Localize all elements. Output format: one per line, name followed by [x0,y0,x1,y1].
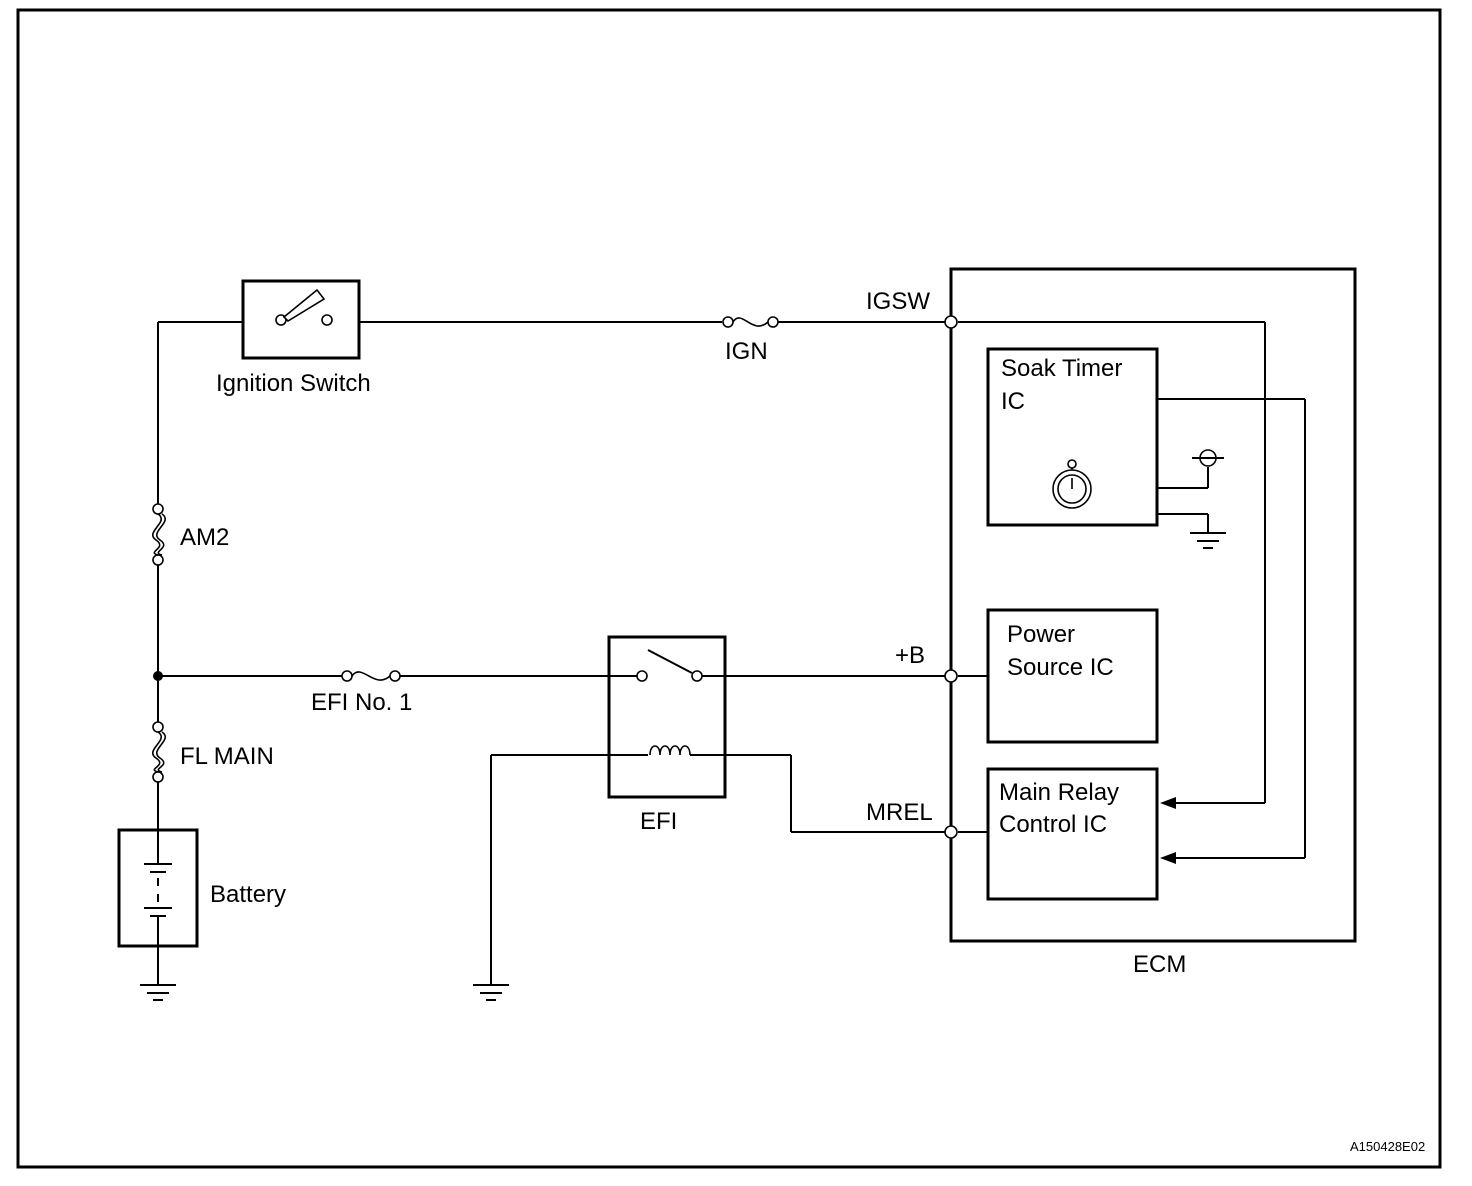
pin-mrel-terminal [944,825,958,839]
wires [157,321,1306,985]
pin-b-terminal [944,669,958,683]
label-ignition-switch: Ignition Switch [216,370,371,397]
battery [117,828,199,948]
diagram-frame [16,8,1442,1169]
label-pin-igsw: IGSW [866,288,930,315]
terminal-cap-icon [1192,449,1224,467]
pin-igsw-terminal [944,315,958,329]
ground-efi-icon [473,984,509,1001]
label-ecm: ECM [1133,951,1186,978]
fl-main-fuse [152,721,166,783]
label-efi-relay: EFI [640,808,677,835]
label-soak-timer-line1: Soak Timer [1001,355,1122,382]
arrow-icon [1160,797,1176,809]
label-pin-b: +B [895,642,925,669]
ground-soak-icon [1190,532,1226,549]
soak-timer-ic [986,347,1159,527]
figure-code: A150428E02 [1350,1139,1425,1154]
label-pin-mrel: MREL [866,799,933,826]
ground-battery-icon [140,984,176,1001]
power-source-ic [986,608,1159,744]
efi-relay [607,635,727,799]
am2-fuse [152,503,166,566]
junction-dot [153,671,163,681]
stopwatch-icon [1052,459,1092,509]
label-power-source-line1: Power [1007,621,1075,648]
efi-no1-fuse [341,670,401,682]
arrow-icon [1160,852,1176,864]
ign-fuse [722,316,779,328]
label-am2-fuse: AM2 [180,524,229,551]
ignition-switch [241,279,361,360]
label-fl-main-fuse: FL MAIN [180,743,274,770]
label-battery: Battery [210,881,286,908]
label-efi-no1-fuse: EFI No. 1 [311,689,412,716]
label-power-source-line2: Source IC [1007,654,1114,681]
main-relay-control-ic [986,767,1159,901]
label-main-relay-line1: Main Relay [999,779,1119,806]
label-ign-fuse: IGN [725,338,768,365]
ecm [944,267,1357,943]
label-soak-timer-line2: IC [1001,388,1025,415]
label-main-relay-line2: Control IC [999,811,1107,838]
